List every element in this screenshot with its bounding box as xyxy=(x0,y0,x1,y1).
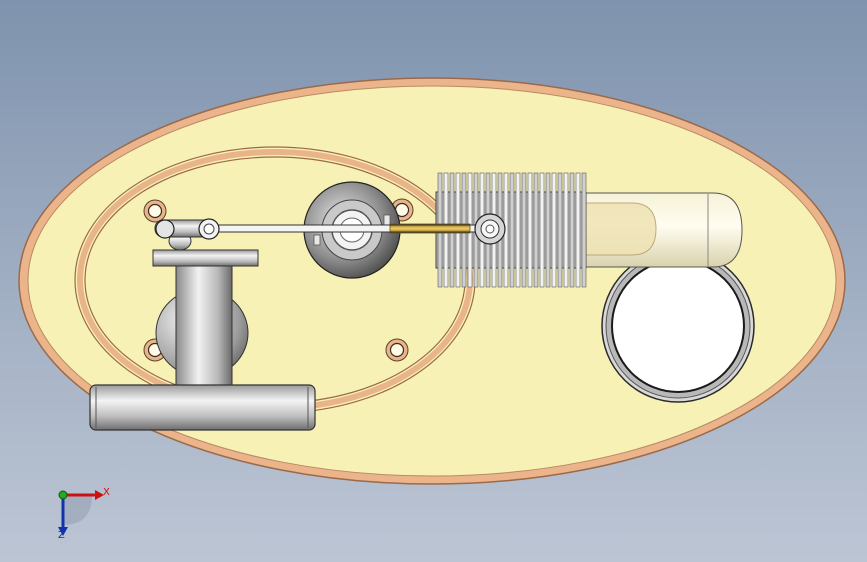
connecting-rod xyxy=(174,223,496,234)
cooling-fin xyxy=(581,172,587,288)
crank-support xyxy=(152,231,259,387)
cooling-fin xyxy=(515,172,521,288)
crank-joint-left xyxy=(154,218,220,240)
axis-z-label: Z xyxy=(58,530,65,541)
cooling-fin xyxy=(545,172,551,288)
burner-cup xyxy=(601,249,755,403)
orientation-triad xyxy=(58,490,104,536)
mounting-screw-top-left xyxy=(143,199,167,223)
x-axis-arrow-icon xyxy=(95,490,104,500)
glass-cylinder xyxy=(554,192,743,268)
cooling-fin xyxy=(527,172,533,288)
piston-joint-right xyxy=(474,213,506,245)
cooling-fin xyxy=(533,172,539,288)
y-axis-dot-icon xyxy=(58,490,68,500)
cooling-fin xyxy=(551,172,557,288)
power-piston-disc xyxy=(89,384,316,431)
cooling-fin xyxy=(509,172,515,288)
cooling-fin xyxy=(557,172,563,288)
axis-x-label: X xyxy=(103,487,110,498)
cooling-fin xyxy=(563,172,569,288)
z-axis-arrow-icon xyxy=(58,527,68,536)
mounting-screw-bottom-right xyxy=(385,338,409,362)
cooling-fin xyxy=(575,172,581,288)
cooling-fin xyxy=(569,172,575,288)
cooling-fin xyxy=(521,172,527,288)
cooling-fin xyxy=(539,172,545,288)
